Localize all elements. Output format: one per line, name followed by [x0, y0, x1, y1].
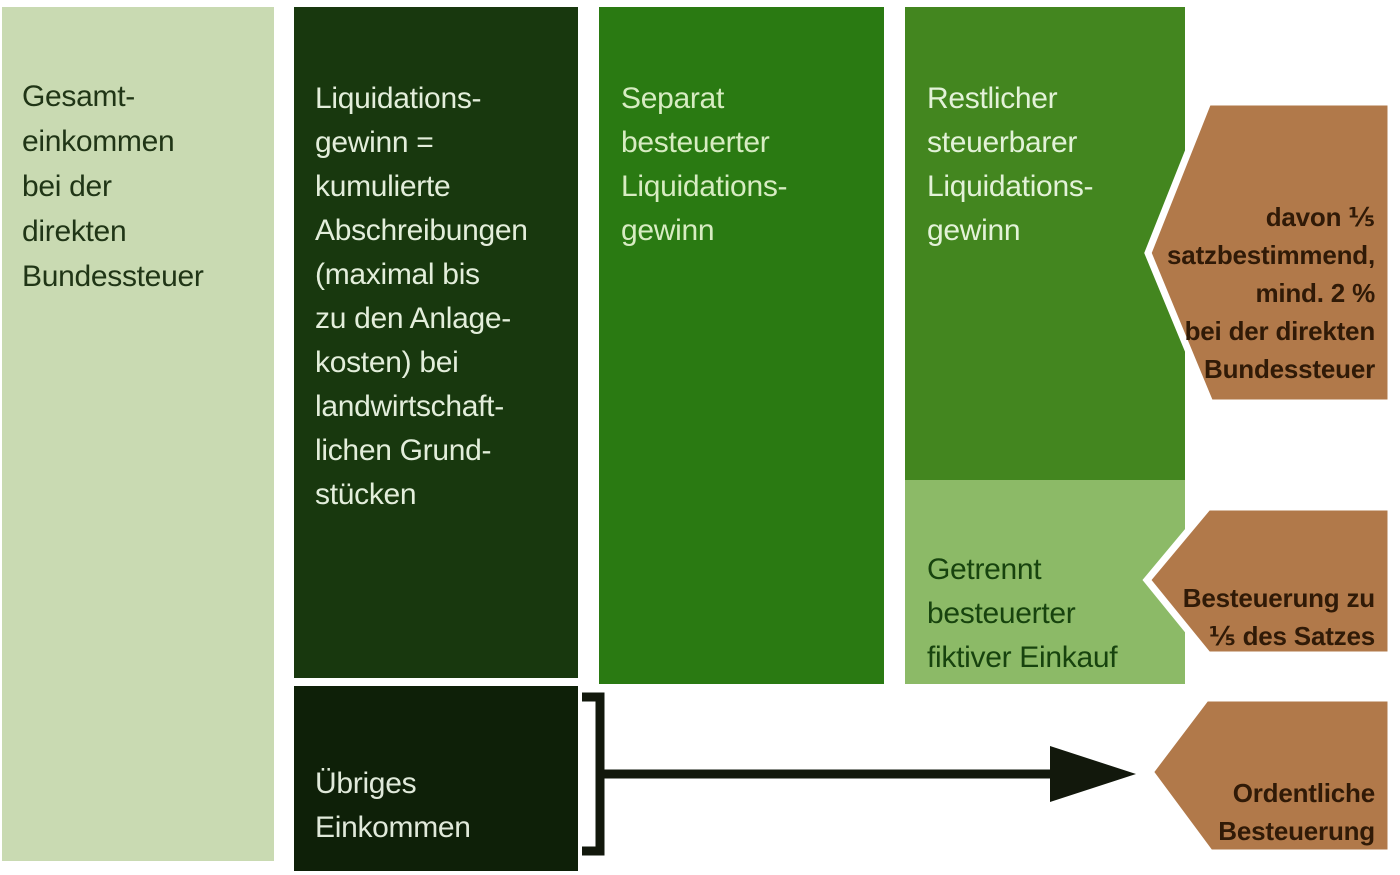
box-getrennt-besteuerter-fiktiver-einkauf: Getrennt besteuerter fiktiver Einkauf: [905, 480, 1185, 684]
box-getrennt-besteuerter-text: Getrennt besteuerter fiktiver Einkauf: [927, 553, 1118, 674]
box-liquidationsgewinn: Liquidations- gewinn = kumulierte Abschr…: [294, 7, 578, 678]
tag-label-ordentliche-besteuerung: Ordentliche Besteuerung: [1160, 736, 1391, 850]
box-liquidationsgewinn-text: Liquidations- gewinn = kumulierte Abschr…: [315, 82, 528, 511]
box-gesamteinkommen: Gesamt- einkommen bei der direkten Bunde…: [2, 7, 274, 861]
box-uebriges-einkommen-text: Übriges Einkommen: [315, 767, 471, 844]
tag-label-ordentliche-besteuerung-text: Ordentliche Besteuerung: [1218, 778, 1375, 846]
box-restlicher-steuerbarer-text: Restlicher steuerbarer Liquidations- gew…: [927, 82, 1094, 247]
tag-label-fuenftel-satz: Besteuerung zu ⅕ des Satzes: [1160, 541, 1391, 655]
arrowhead-icon: [1050, 746, 1136, 802]
tag-label-fuenftel-satz-text: Besteuerung zu ⅕ des Satzes: [1182, 583, 1375, 651]
tag-label-satzbestimmend-text: davon ⅕ satzbestimmend, mind. 2 % bei de…: [1167, 202, 1375, 384]
box-uebriges-einkommen: Übriges Einkommen: [294, 686, 578, 871]
tag-label-satzbestimmend: davon ⅕ satzbestimmend, mind. 2 % bei de…: [1160, 160, 1391, 388]
bracket: [582, 692, 605, 856]
box-restlicher-steuerbarer-liquidationsgewinn: Restlicher steuerbarer Liquidations- gew…: [905, 7, 1185, 480]
box-separat-besteuerter-liquidationsgewinn: Separat besteuerter Liquidations- gewinn: [599, 7, 884, 684]
box-separat-besteuerter-text: Separat besteuerter Liquidations- gewinn: [621, 82, 788, 247]
box-gesamteinkommen-text: Gesamt- einkommen bei der direkten Bunde…: [22, 80, 204, 293]
